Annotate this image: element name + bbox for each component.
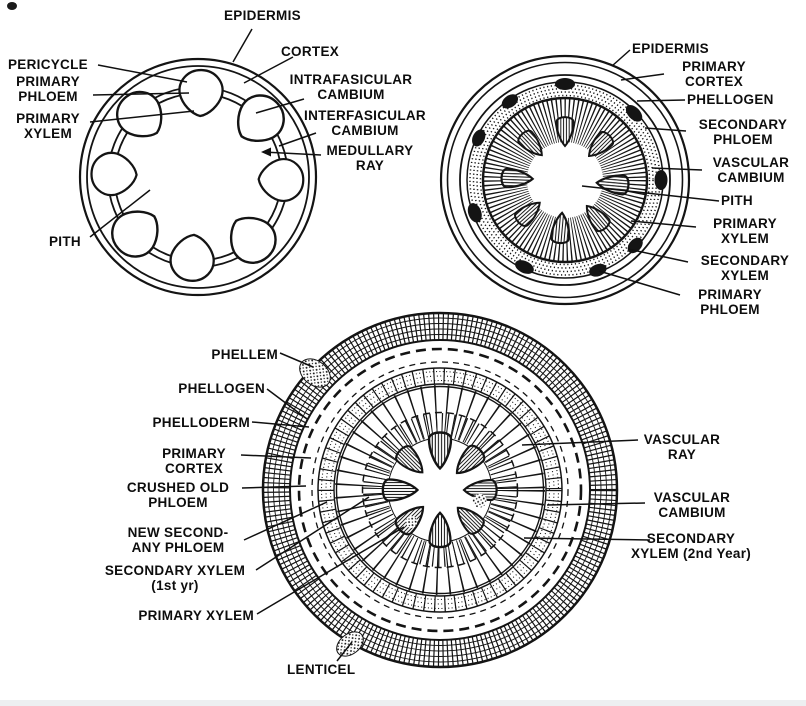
scan-edge-band	[0, 700, 806, 706]
phellogen-ring	[297, 347, 583, 633]
medullary-ray-arrowhead	[261, 147, 271, 157]
label-phelloderm: PHELLODERM	[152, 415, 250, 430]
annual-ring-boundary	[361, 411, 519, 569]
label-vascular-cambium-3: VASCULAR CAMBIUM	[653, 490, 731, 520]
diagram-two-year-stem	[261, 311, 619, 669]
primary-xylem-points	[381, 431, 498, 549]
label-secondary-xylem-2nd: SECONDARY XYLEM (2nd Year)	[630, 531, 752, 561]
vascular-cambium-ring	[335, 385, 545, 595]
label-phellogen-2: PHELLOGEN	[687, 92, 774, 107]
label-intrafasicular-cambium: INTRAFASICULAR CAMBIUM	[289, 72, 413, 102]
leader-lines	[89, 28, 720, 662]
label-phellogen-3: PHELLOGEN	[178, 381, 265, 396]
primary-phloem-bumps	[467, 78, 668, 277]
vascular-rays	[335, 385, 545, 595]
label-epidermis-2: EPIDERMIS	[632, 41, 709, 56]
label-interfasicular-cambium: INTERFASICULAR CAMBIUM	[304, 108, 426, 138]
label-pith: PITH	[49, 234, 81, 249]
label-primary-phloem-2: PRIMARY PHLOEM	[698, 287, 762, 317]
label-pith-2: PITH	[721, 193, 753, 208]
label-lenticel: LENTICEL	[287, 662, 356, 677]
label-vascular-cambium-2: VASCULAR CAMBIUM	[712, 155, 790, 185]
label-primary-xylem-2: PRIMARY XYLEM	[713, 216, 777, 246]
label-primary-phloem: PRIMARY PHLOEM	[16, 74, 80, 104]
label-vascular-ray: VASCULAR RAY	[643, 432, 721, 462]
label-primary-xylem-3: PRIMARY XYLEM	[138, 608, 254, 623]
label-cortex: CORTEX	[281, 44, 340, 59]
label-phellem: PHELLEM	[211, 347, 278, 362]
crushed-old-phloem-ring	[311, 361, 569, 619]
primary-xylem-points	[500, 116, 630, 245]
scan-speck	[7, 2, 17, 10]
diagram-one-year-stem	[439, 54, 691, 306]
label-secondary-phloem-2: SECONDARY PHLOEM	[698, 117, 788, 147]
label-primary-xylem: PRIMARY XYLEM	[16, 111, 80, 141]
label-crushed-old-phloem: CRUSHED OLD PHLOEM	[126, 480, 230, 510]
label-secondary-xylem-2: SECONDARY XYLEM	[700, 253, 790, 283]
label-secondary-xylem-1st: SECONDARY XYLEM (1st yr)	[104, 563, 246, 593]
vascular-bundles	[90, 68, 305, 282]
label-primary-cortex-2: PRIMARY CORTEX	[682, 59, 746, 89]
label-primary-cortex-3: PRIMARY CORTEX	[162, 446, 226, 476]
label-pericycle: PERICYCLE	[8, 57, 88, 72]
pith	[529, 144, 601, 216]
diagram-primary-stem	[78, 57, 318, 297]
label-medullary-ray: MEDULLARY RAY	[326, 143, 414, 173]
phellem-cork-ring	[261, 311, 619, 669]
label-epidermis: EPIDERMIS	[224, 8, 301, 23]
label-new-secondary-phloem: NEW SECOND- ANY PHLOEM	[127, 525, 229, 555]
